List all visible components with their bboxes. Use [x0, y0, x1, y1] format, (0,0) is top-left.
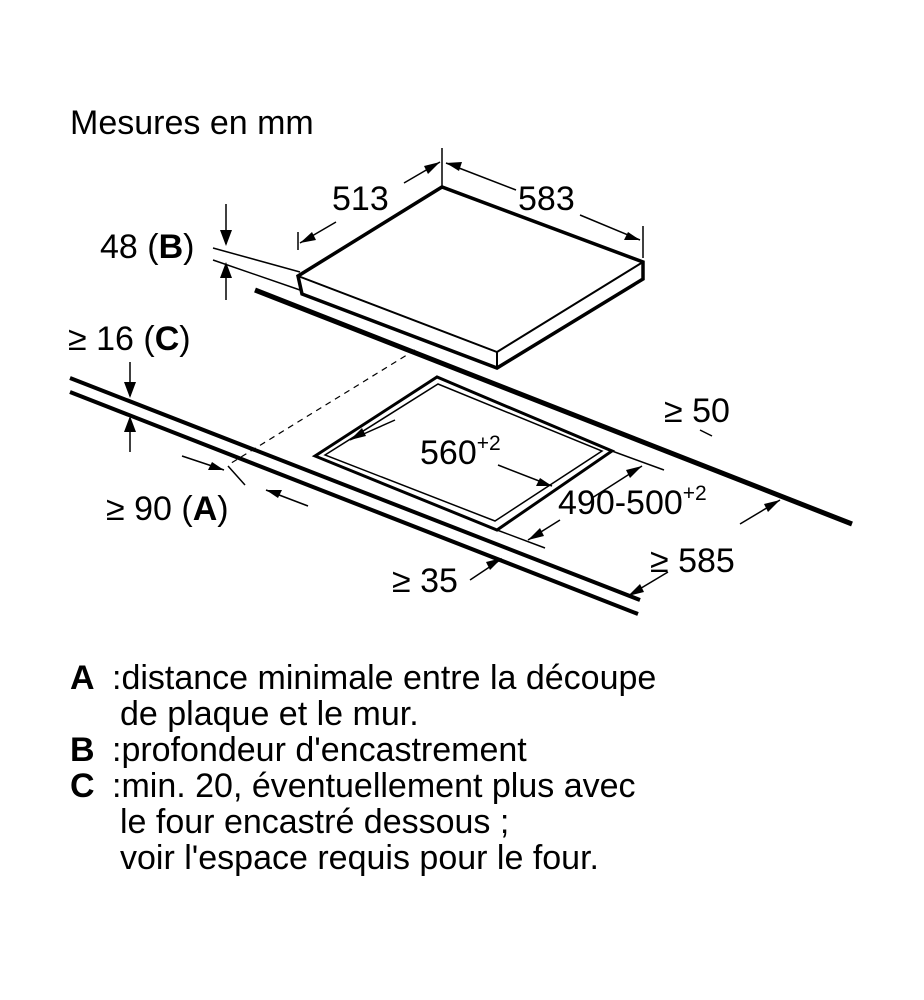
legend-item-b: B :profondeur d'encastrement — [70, 732, 890, 768]
legend-line: le four encastré dessous ; — [120, 803, 510, 841]
legend: A :distance minimale entre la découpe de… — [70, 660, 890, 876]
projection-dashed-line — [227, 349, 416, 466]
legend-item-c: C :min. 20, éventuellement plus avec le … — [70, 768, 890, 876]
min-c-label: ≥ 16 (C) — [68, 320, 191, 358]
legend-line: de plaque et le mur. — [120, 695, 419, 733]
dimension-arrowheads — [124, 162, 780, 596]
legend-key: C — [70, 767, 95, 805]
legend-line: :profondeur d'encastrement — [112, 731, 527, 769]
hob-depth-label: 513 — [332, 180, 389, 218]
legend-line: :distance minimale entre la découpe — [112, 659, 657, 697]
min-wall-back-label: ≥ 50 — [664, 392, 730, 430]
legend-line: :min. 20, éventuellement plus avec — [112, 767, 636, 805]
units-title: Mesures en mm — [70, 104, 314, 142]
worktop-front-edge-top — [69, 376, 641, 602]
worktop-front-edge-bottom — [69, 390, 639, 616]
installation-diagram: Mesures en mm — [68, 104, 853, 616]
min-counter-depth-label: ≥ 585 — [650, 542, 735, 580]
legend-key: B — [70, 731, 95, 769]
min-a-label: ≥ 90 (A) — [106, 490, 229, 528]
worktop-back-edge — [254, 287, 853, 527]
install-depth-label: 48 (B) — [100, 228, 195, 266]
legend-key: A — [70, 659, 95, 697]
legend-line: voir l'espace requis pour le four. — [120, 839, 599, 877]
cutout-width-label: 560+2 — [420, 432, 501, 472]
legend-item-a: A :distance minimale entre la découpe de… — [70, 660, 890, 732]
cutout-depth-label: 490-500+2 — [558, 482, 707, 522]
min-front-label: ≥ 35 — [392, 562, 458, 600]
hob-width-label: 583 — [518, 180, 575, 218]
